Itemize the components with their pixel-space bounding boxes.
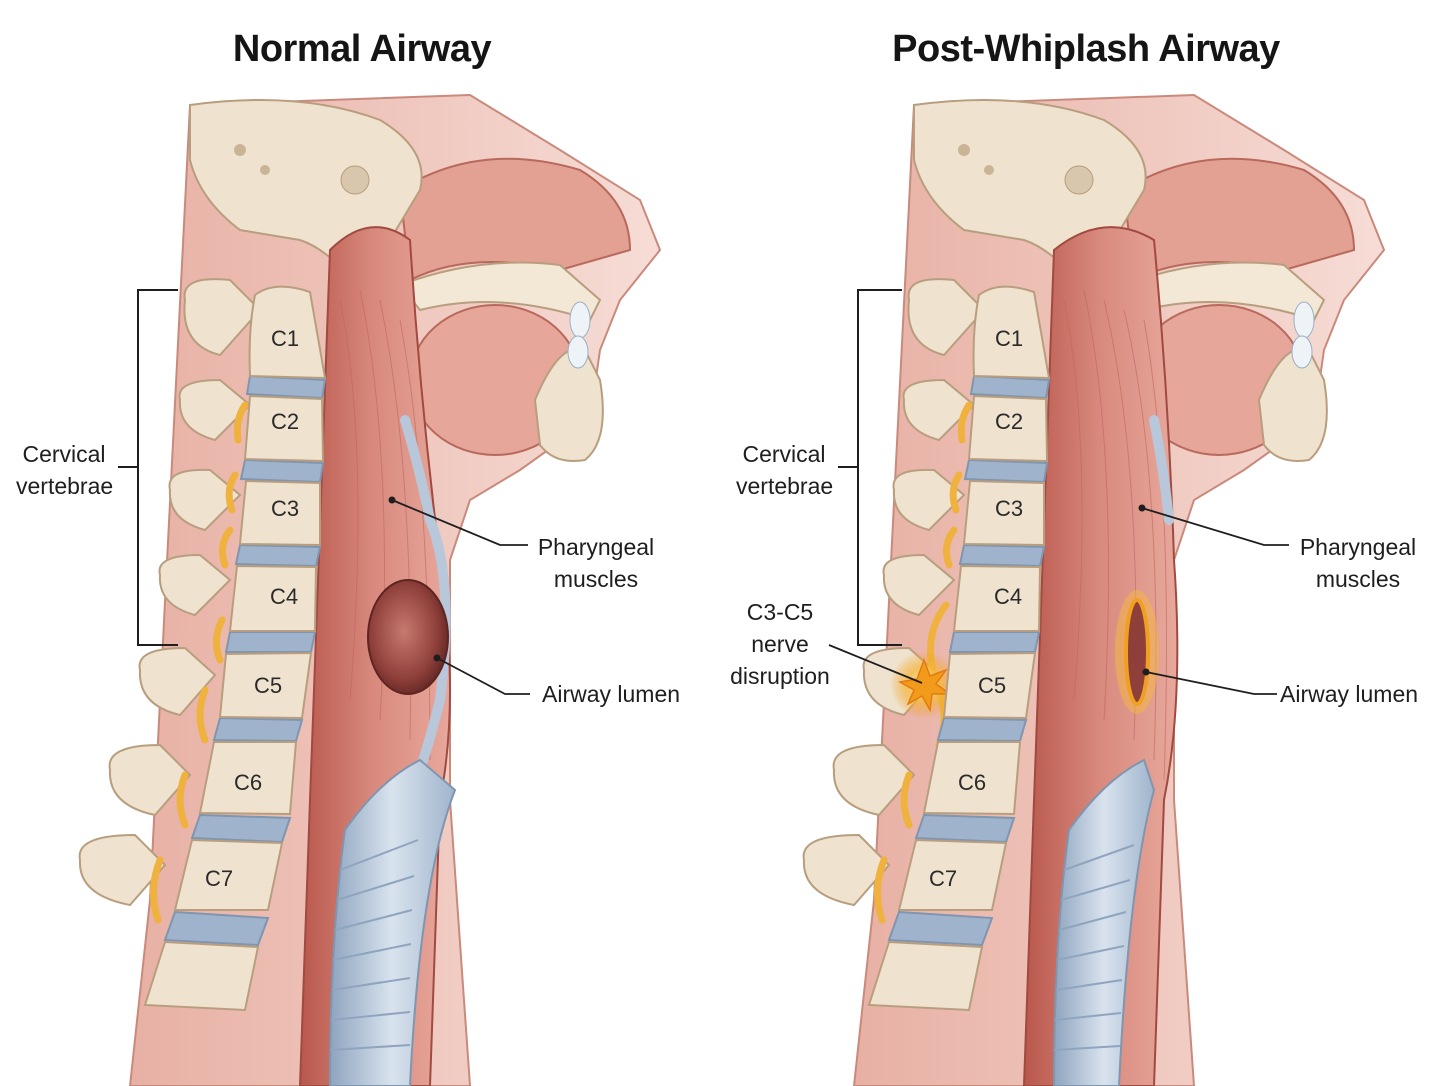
airway-lumen-label: Airway lumen <box>1280 681 1419 707</box>
lower-tooth <box>567 335 589 369</box>
vertebra-label-c3: C3 <box>271 496 299 521</box>
normal-airway-illustration: C1 C2 C3 C4 C5 C6 C7 <box>78 93 662 1086</box>
panel-title: Normal Airway <box>232 28 492 70</box>
vertebra-label-c7: C7 <box>205 866 233 891</box>
vertebra-label-c1: C1 <box>271 326 299 351</box>
cervical-bracket <box>118 289 178 646</box>
post-whiplash-airway-illustration: C1 C2 C3 C4 C5 C6 C7 <box>802 93 1386 1086</box>
mandible <box>1257 347 1328 462</box>
vertebra-label-c2: C2 <box>995 409 1023 434</box>
spinous-processes <box>78 278 262 907</box>
panel-title: Post-Whiplash Airway <box>892 28 1280 70</box>
pharyngeal-muscles-label: Pharyngeal muscles <box>1294 531 1422 595</box>
vertebral-column <box>867 285 1051 1012</box>
vertebra-label-c5: C5 <box>254 673 282 698</box>
airway-lumen <box>1124 598 1150 706</box>
vertebra-label-c6: C6 <box>958 770 986 795</box>
nasal-cavity <box>1122 157 1356 282</box>
spinal-nerves <box>150 401 249 924</box>
normal-airway-panel: C1 C2 C3 C4 C5 C6 C7 Normal Airway Cervi… <box>16 28 681 1086</box>
cervical-vertebrae-label: Cervical vertebrae <box>736 438 834 502</box>
leader-lines <box>391 499 530 695</box>
cervical-vertebrae-label: Cervical vertebrae <box>16 438 114 502</box>
epiglottis <box>1149 415 1174 525</box>
mandible <box>533 347 604 462</box>
airway-lumen <box>367 579 449 695</box>
nerve-injury-burst <box>897 657 953 713</box>
vertebra-label-c7: C7 <box>929 866 957 891</box>
pharyngeal-muscles-text: Pharyngeal muscles <box>1299 534 1417 592</box>
vertebra-label-c5: C5 <box>978 673 1006 698</box>
spinous-processes <box>802 278 986 907</box>
vertebra-label-c2: C2 <box>271 409 299 434</box>
cervical-bracket <box>838 289 902 646</box>
lower-tooth <box>1291 335 1313 369</box>
airway-lumen-label: Airway lumen <box>542 681 681 707</box>
vertebra-label-c6: C6 <box>234 770 262 795</box>
trachea <box>328 758 457 1086</box>
cervical-vertebrae-text: Cervical vertebrae <box>16 441 114 499</box>
pharyngeal-muscles-label: Pharyngeal muscles <box>532 531 660 595</box>
upper-tooth <box>569 301 591 339</box>
vertebra-label-c4: C4 <box>994 584 1022 609</box>
trachea <box>1052 758 1156 1086</box>
pharyngeal-muscles-text: Pharyngeal muscles <box>537 534 655 592</box>
leader-lines <box>828 507 1289 695</box>
vertebra-label-c3: C3 <box>995 496 1023 521</box>
nerve-disruption-text: C3-C5 nerve disruption <box>730 599 830 689</box>
nasal-cavity <box>398 157 632 282</box>
cervical-vertebrae-text: Cervical vertebrae <box>736 441 834 499</box>
post-whiplash-airway-panel: C1 C2 C3 C4 C5 C6 C7 Post-Whiplash Airwa… <box>724 0 1448 1086</box>
vertebra-label-c1: C1 <box>995 326 1023 351</box>
vertebral-column <box>143 285 327 1012</box>
nerve-disruption-label: C3-C5 nerve disruption <box>728 596 832 692</box>
vertebra-label-c4: C4 <box>270 584 298 609</box>
upper-tooth <box>1293 301 1315 339</box>
